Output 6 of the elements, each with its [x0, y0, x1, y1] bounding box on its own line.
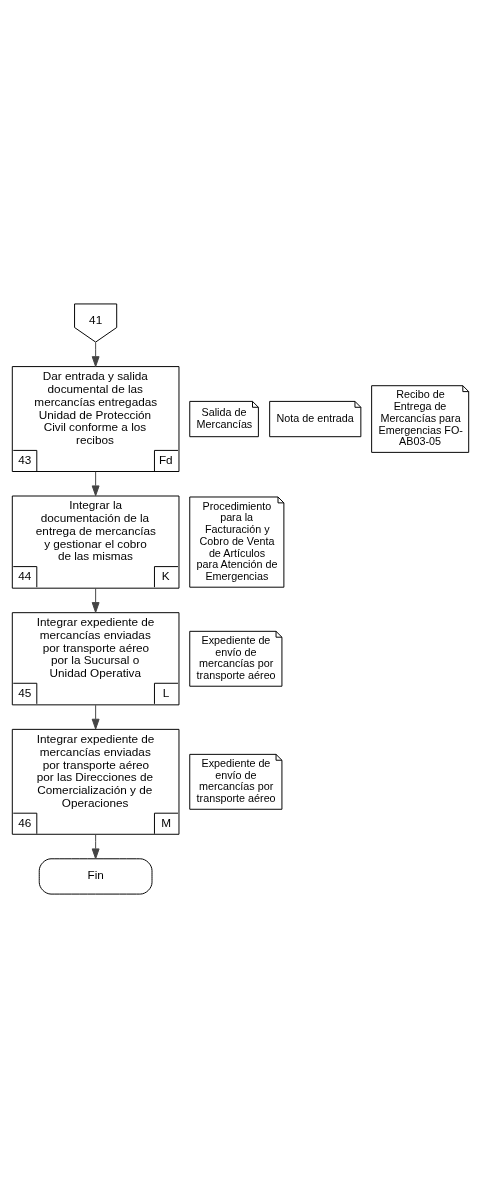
arrow [91, 833, 100, 860]
arrow [91, 471, 100, 497]
arrow [91, 587, 100, 613]
arrow [91, 341, 100, 367]
arrow [91, 704, 100, 730]
node-box: Fin [38, 858, 153, 895]
